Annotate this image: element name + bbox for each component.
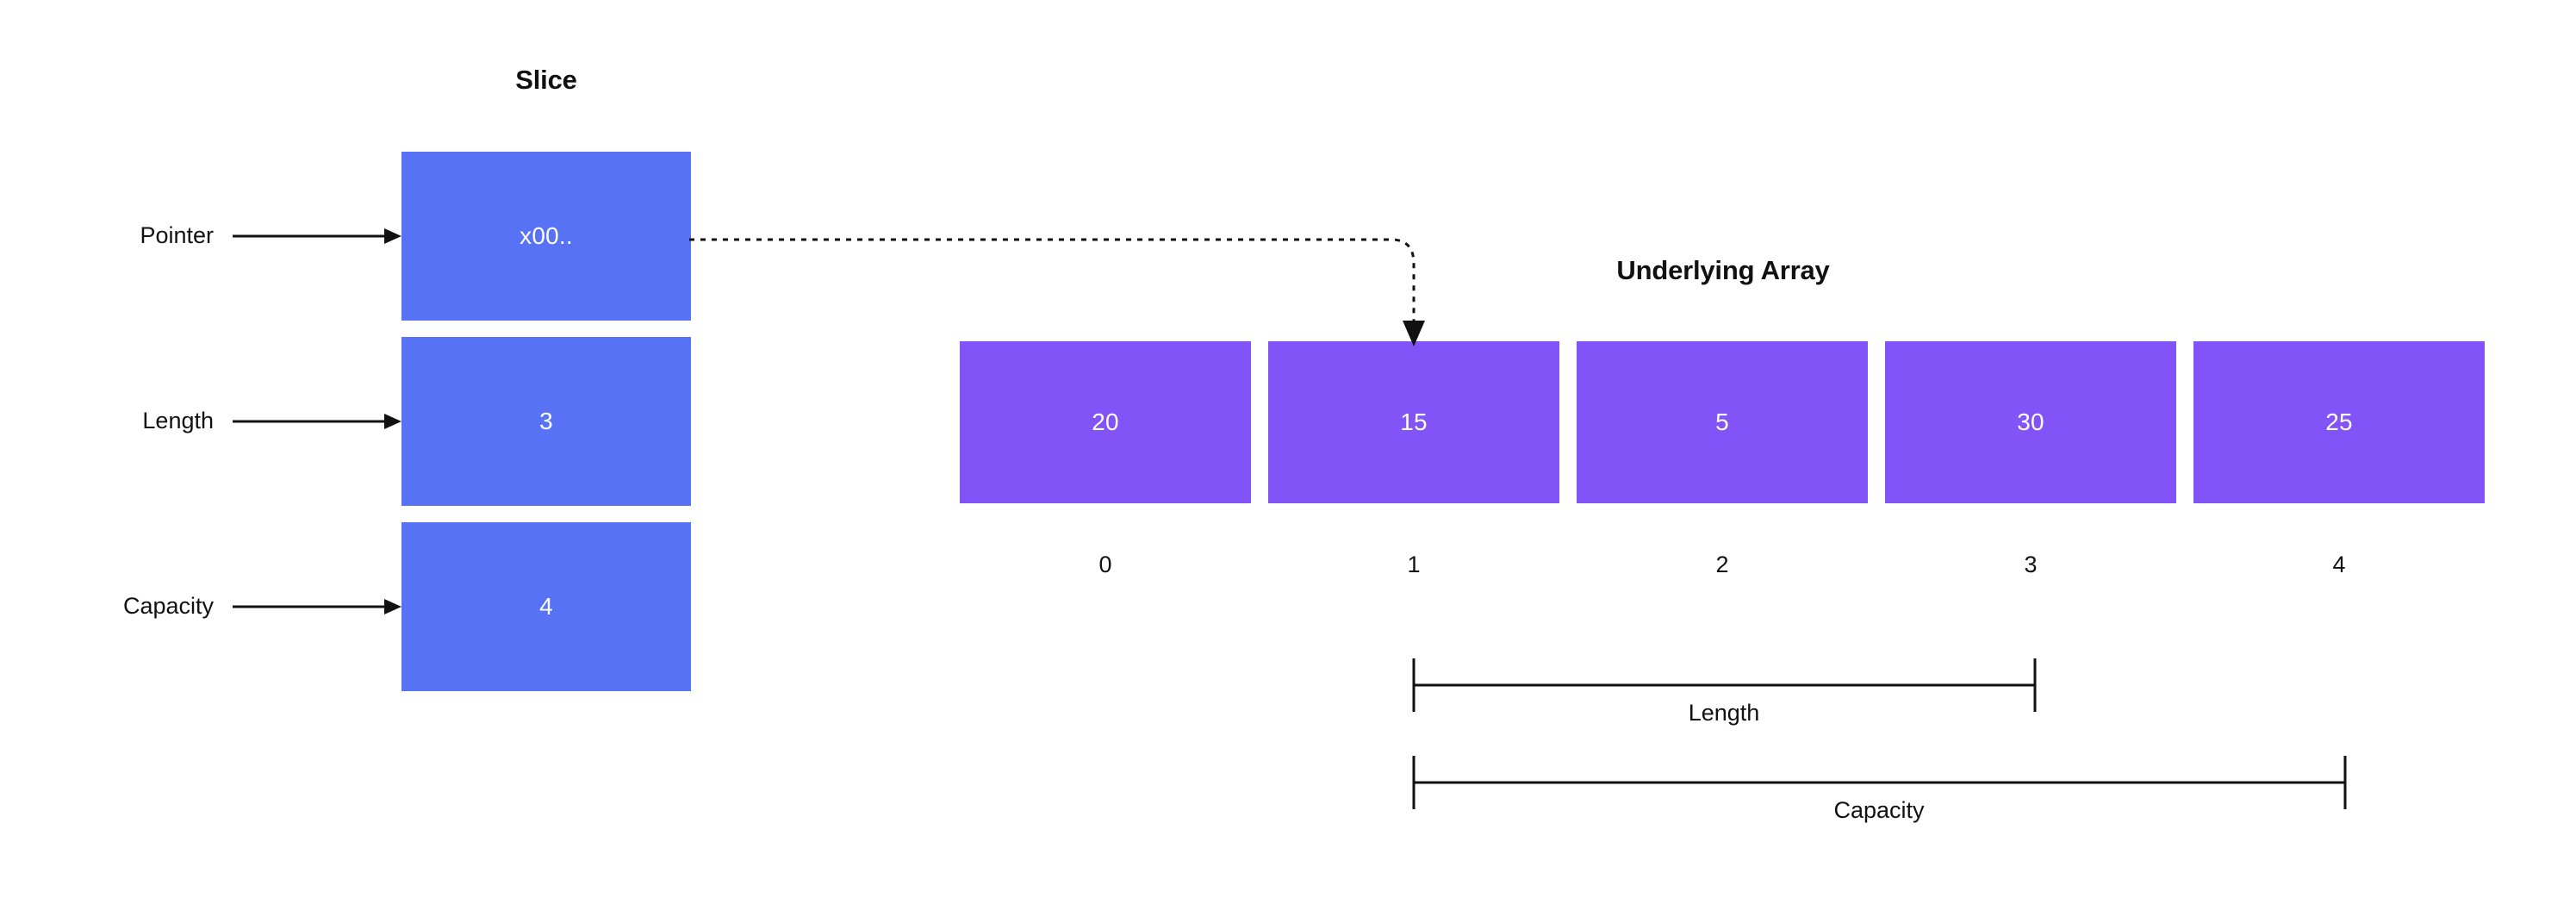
arrow-right-icon (233, 228, 401, 244)
array-index-label: 3 (2024, 552, 2038, 577)
label-length: Length (142, 408, 214, 433)
label-pointer: Pointer (140, 222, 214, 248)
slice-field-pointer: x00.. (401, 152, 691, 321)
bracket-length (1412, 658, 2037, 712)
arrow-right-icon (233, 414, 401, 429)
slice-title: Slice (515, 65, 577, 95)
array-cell: 20 (960, 341, 1251, 503)
label-capacity: Capacity (122, 593, 214, 619)
slice-field-length: 3 (401, 337, 691, 506)
array-cell: 25 (2193, 341, 2485, 503)
array-cell: 30 (1885, 341, 2176, 503)
bracket-capacity-label: Capacity (1833, 797, 1925, 823)
bracket-length-label: Length (1688, 700, 1760, 726)
array-index-label: 0 (1098, 552, 1112, 577)
pointer-link-arrow-down-icon (689, 238, 1425, 346)
array-title: Underlying Array (1616, 255, 1830, 285)
slice-field-capacity: 4 (401, 522, 691, 691)
array-cell: 5 (1577, 341, 1868, 503)
array-index-label: 2 (1715, 552, 1729, 577)
arrow-right-icon (233, 599, 401, 614)
array-cell: 15 (1268, 341, 1559, 503)
array-index-label: 4 (2332, 552, 2346, 577)
bracket-capacity (1412, 756, 2347, 809)
array-index-label: 1 (1407, 552, 1421, 577)
